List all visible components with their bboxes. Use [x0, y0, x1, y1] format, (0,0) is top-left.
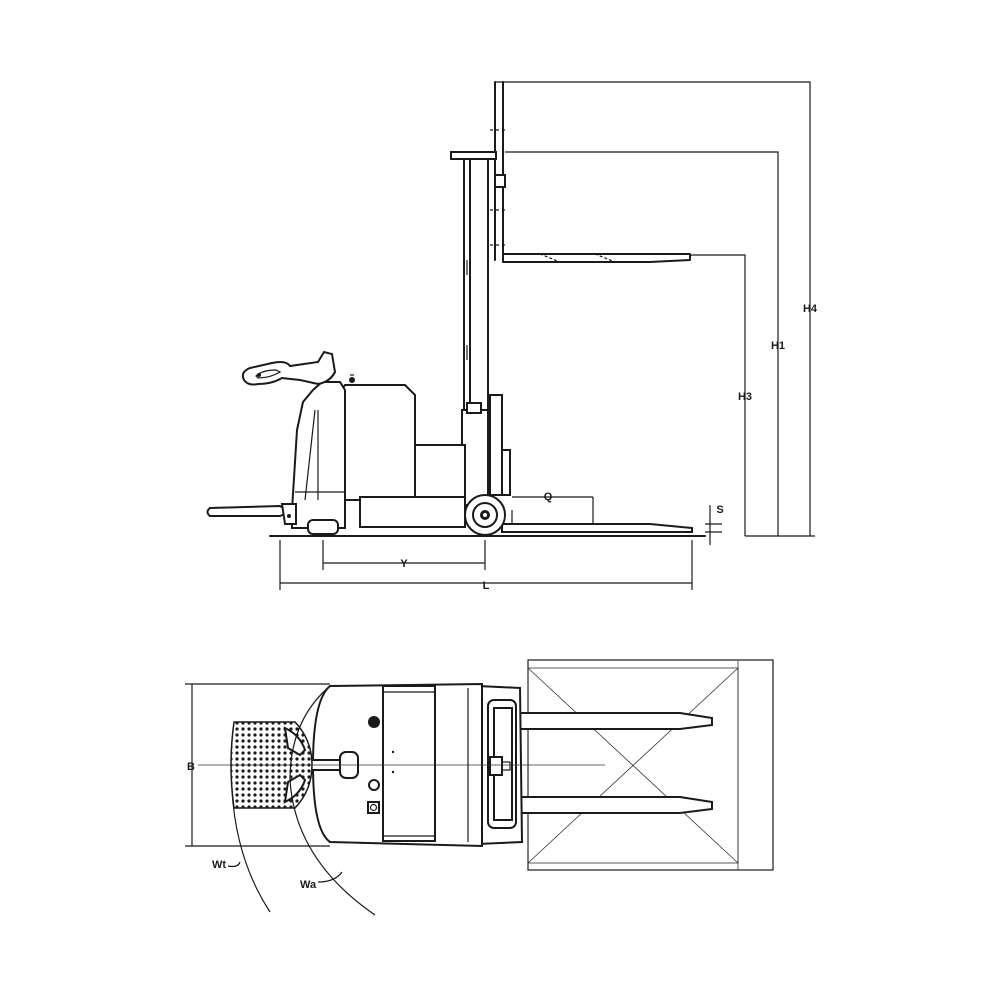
wt-arc — [231, 789, 271, 913]
s-label: S — [716, 504, 723, 516]
wt-label: Wt — [212, 859, 226, 871]
mast-top-crossbar — [450, 151, 497, 160]
wa-arc — [289, 685, 376, 916]
b-label: B — [187, 761, 195, 773]
top-fork-upper — [519, 712, 713, 730]
wa-leader — [317, 871, 343, 883]
h3-label: H3 — [738, 391, 752, 403]
drive-wheel — [307, 519, 339, 535]
truck-body — [291, 374, 466, 529]
tiller-handle — [241, 350, 337, 386]
h3-extension-line — [690, 254, 746, 536]
l-dimension: L — [279, 540, 693, 592]
raised-fork — [502, 247, 691, 263]
q-dimension: Q — [511, 491, 594, 524]
h4-extension-line — [495, 81, 811, 536]
top-view: B Wt Wa — [185, 659, 774, 916]
load-wheel — [464, 494, 506, 536]
s-dimension: S — [705, 504, 724, 545]
wa-label: Wa — [300, 879, 317, 891]
h1-label: H1 — [771, 340, 785, 352]
y-label: Y — [400, 558, 408, 570]
operator-platform — [206, 503, 297, 525]
q-label: Q — [544, 491, 553, 503]
h4-label: H4 — [803, 303, 818, 315]
lowered-fork — [501, 523, 693, 533]
h1-extension-line — [505, 151, 779, 536]
mast — [450, 81, 508, 491]
y-dimension: Y — [322, 540, 486, 570]
wt-leader — [227, 861, 241, 868]
lowered-carriage — [461, 394, 511, 506]
l-label: L — [483, 580, 490, 592]
side-view: Q S Y L H3 H1 H4 — [206, 81, 818, 592]
b-dimension: B — [185, 683, 330, 847]
top-fork-lower — [519, 796, 713, 814]
